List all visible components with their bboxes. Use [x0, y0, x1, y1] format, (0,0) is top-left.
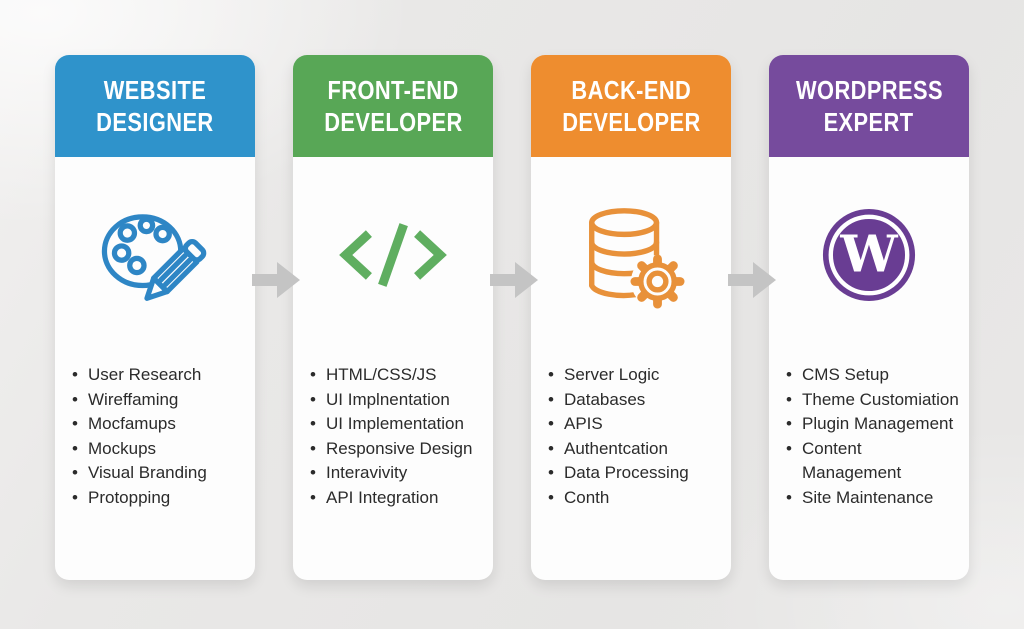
skill-list: Server Logic Databases APIS Authentcatio… [547, 363, 723, 510]
arrow-right-icon [490, 262, 538, 298]
list-item: APIS [547, 412, 723, 437]
list-item: Responsive Design [309, 437, 485, 462]
card-header: FRONT-END DEVELOPER [293, 55, 493, 157]
list-item: Plugin Management [785, 412, 961, 437]
code-brackets-icon [293, 199, 493, 311]
flow-connector [490, 55, 538, 580]
list-item: UI Implnentation [309, 388, 485, 413]
card-header: WEBSITE DESIGNER [55, 55, 255, 157]
wordpress-icon: W [769, 199, 969, 311]
list-item: Theme Customiation [785, 388, 961, 413]
database-gear-icon [531, 199, 731, 311]
svg-text:W: W [839, 225, 898, 285]
list-item: Authentcation [547, 437, 723, 462]
list-item: Interavivity [309, 461, 485, 486]
card-title-line: DESIGNER [96, 107, 214, 137]
skill-list: CMS Setup Theme Customiation Plugin Mana… [785, 363, 961, 510]
skill-list: User Research Wireffaming Mocfamups Mock… [71, 363, 247, 510]
skill-list: HTML/CSS/JS UI Implnentation UI Implemen… [309, 363, 485, 510]
list-item: Visual Branding [71, 461, 247, 486]
list-item: API Integration [309, 486, 485, 511]
arrow-right-icon [252, 262, 300, 298]
list-item: UI Implementation [309, 412, 485, 437]
list-item: Content Management [785, 437, 961, 486]
card-title-line: BACK-END [571, 75, 691, 105]
list-item: Conth [547, 486, 723, 511]
card-front-end-developer: FRONT-END DEVELOPER HTML/CSS/JS UI Impln… [293, 55, 493, 580]
card-title-line: WORDPRESS [795, 75, 943, 105]
flow-connector [728, 55, 776, 580]
card-title-line: FRONT-END [327, 75, 459, 105]
list-item: Wireffaming [71, 388, 247, 413]
card-title-line: DEVELOPER [561, 107, 701, 137]
list-item: Databases [547, 388, 723, 413]
flow-connector [252, 55, 300, 580]
cards-row: WEBSITE DESIGNER [0, 0, 1024, 580]
list-item: Protopping [71, 486, 247, 511]
card-back-end-developer: BACK-END DEVELOPER [531, 55, 731, 580]
list-item: Server Logic [547, 363, 723, 388]
list-item: CMS Setup [785, 363, 961, 388]
list-item: Mockups [71, 437, 247, 462]
card-wordpress-expert: WORDPRESS EXPERT W CMS Setup Theme Custo… [769, 55, 969, 580]
card-website-designer: WEBSITE DESIGNER [55, 55, 255, 580]
card-title-line: DEVELOPER [323, 107, 463, 137]
card-title-line: EXPERT [824, 107, 914, 137]
card-title-line: WEBSITE [103, 75, 207, 105]
list-item: HTML/CSS/JS [309, 363, 485, 388]
list-item: User Research [71, 363, 247, 388]
card-header: WORDPRESS EXPERT [769, 55, 969, 157]
card-header: BACK-END DEVELOPER [531, 55, 731, 157]
palette-pencil-icon [55, 199, 255, 311]
list-item: Mocfamups [71, 412, 247, 437]
arrow-right-icon [728, 262, 776, 298]
list-item: Data Processing [547, 461, 723, 486]
list-item: Site Maintenance [785, 486, 961, 511]
